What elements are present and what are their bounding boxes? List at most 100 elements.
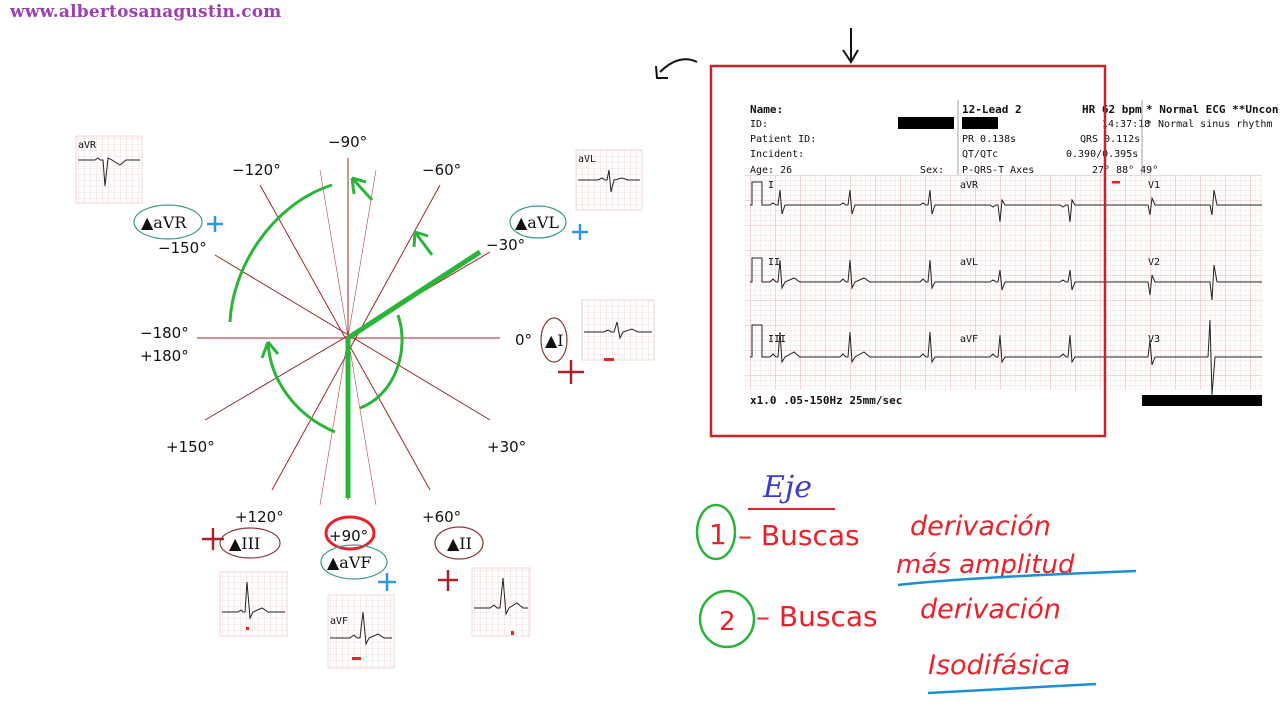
green-arrow-left (260, 341, 280, 359)
plus-icon-avr (207, 216, 223, 232)
ecg-name: Name: (750, 103, 783, 116)
plus-icon-i (558, 360, 584, 384)
ecg-lead-label-v2: V2 (1148, 257, 1160, 268)
qrs-axis-vector-avl (346, 249, 482, 341)
axes-red-mark (1112, 181, 1120, 184)
axis-line-120 (271, 184, 441, 491)
plus90-red-circle (324, 515, 376, 551)
step2-circle (698, 589, 756, 649)
green-arc-left (266, 341, 336, 434)
ecg-time: 14:37:18 (1102, 119, 1150, 130)
ecg-sex: Sex: (920, 165, 944, 176)
ecg-printout: Name: ID: Patient ID: Incident: Age: 26 … (709, 64, 1278, 438)
lead-label-avr: ▲aVR (141, 213, 187, 232)
green-arc-upper (228, 183, 333, 323)
lead-label-i: ▲I (545, 331, 564, 350)
plus-icon-ii (438, 570, 458, 591)
angle-label-plus60: +60° (422, 508, 461, 526)
angle-label-plus30: +30° (487, 438, 526, 456)
ecg-id: ID: (750, 119, 768, 130)
ecg-qt-values: 0.390/0.395s (1066, 149, 1138, 160)
lead-label-avf: ▲aVF (327, 553, 372, 572)
curved-arrow-icon (655, 58, 698, 79)
ecg-qtqtc: QT/QTc (962, 149, 998, 160)
lead-ellipse-avf (320, 544, 388, 580)
lead-label-iii: ▲III (229, 534, 260, 553)
step2-verb: – Buscas (756, 600, 878, 633)
lead-ellipse-avl (509, 205, 567, 239)
ecg-patient-id: Patient ID: (750, 134, 816, 145)
down-arrow-icon (842, 28, 859, 64)
angle-label-minus30: −30° (486, 236, 525, 254)
ecg-lead-label-iii: III (768, 334, 786, 345)
ecg-age: Age: 26 (750, 165, 792, 176)
ecg-trace-row-2 (750, 257, 1262, 301)
ecg-thumbnail-avl: aVL (575, 149, 643, 211)
ecg-interpretation-2: * Normal sinus rhythm (1146, 119, 1272, 130)
hexaxial-diagram: −90° −120° −60° −150° −30° −180° +180° 0… (75, 133, 655, 669)
step1-derivacion: derivación (910, 511, 1051, 542)
redaction-bar-2 (962, 117, 998, 129)
thumb-label-avl: aVL (578, 154, 596, 165)
lead-ellipse-avr (133, 204, 203, 240)
angle-label-plus150: +150° (166, 438, 215, 456)
ecg-incident: Incident: (750, 149, 804, 160)
plus-icon-iii (202, 528, 224, 550)
ecg-pqrst: P-QRS-T Axes (962, 165, 1034, 176)
step2-number: 2 (719, 607, 736, 637)
ecg-thumbnail-iii (219, 571, 288, 637)
angle-label-zero: 0° (515, 331, 532, 349)
step1-underline (897, 569, 1137, 587)
angle-label-minus150: −150° (158, 239, 207, 257)
lead-label-ii: ▲II (447, 534, 472, 553)
ecg-thumbnail-avf: aVF (327, 594, 395, 669)
step1-number: 1 (709, 518, 727, 551)
ecg-pr: PR 0.138s (962, 134, 1016, 145)
thumb-label-avr: aVR (78, 140, 97, 151)
angle-label-plus90: +90° (329, 527, 368, 545)
step2-derivacion: derivación (920, 594, 1061, 625)
ecg-lead-label-v3: V3 (1148, 334, 1160, 345)
ecg-lead-label-i: I (768, 180, 774, 191)
ecg-lead-label-v1: V1 (1148, 180, 1160, 191)
notes-title: Eje (762, 470, 812, 505)
ecg-hr: HR 62 bpm (1082, 103, 1142, 116)
ecg-thumbnail-ii (471, 567, 531, 637)
angle-label-minus60: −60° (422, 161, 461, 179)
ecg-trace-row-3 (750, 319, 1262, 396)
green-arrow-upper (350, 176, 374, 202)
ecg-lead-label-ii: II (768, 257, 780, 268)
handwritten-notes: Eje 1 – Buscas derivación más amplitud 2… (695, 470, 1137, 695)
step1-verb: – Buscas (738, 519, 860, 552)
ecg-trace-row-1 (750, 181, 1262, 223)
ecg-qrs: QRS 0.112s (1080, 134, 1140, 145)
ecg-highlight-frame (709, 64, 1107, 438)
ecg-footer: x1.0 .05-150Hz 25mm/sec (750, 394, 902, 407)
step2-underline (927, 682, 1097, 695)
lead-ellipse-iii (219, 527, 281, 559)
step1-circle (695, 503, 737, 561)
ecg-lead-title: 12-Lead 2 (962, 103, 1022, 116)
step2-isodifasica: Isodifásica (928, 650, 1070, 681)
thumb-label-avf: aVF (330, 616, 348, 627)
angle-label-minus120: −120° (232, 161, 281, 179)
ecg-axes-values: 27° 88° 49° (1092, 165, 1158, 176)
lead-ellipse-ii (434, 526, 484, 560)
plus-icon-avl (572, 224, 588, 240)
ecg-interpretation-1: * Normal ECG **Uncon (1146, 103, 1278, 116)
ecg-lead-label-avr: aVR (960, 180, 979, 191)
ecg-thumbnail-avr: aVR (75, 135, 143, 204)
ecg-lead-label-avl: aVL (960, 257, 978, 268)
green-arc-right (359, 314, 404, 410)
angle-label-plus180: +180° (140, 347, 189, 365)
lead-ellipse-i (540, 317, 568, 363)
plus-icon-avf (378, 573, 396, 591)
lead-label-avl: ▲aVL (515, 213, 559, 232)
redaction-bar-3 (1142, 395, 1262, 406)
angle-label-minus90: −90° (328, 133, 367, 151)
angle-label-minus180: −180° (140, 324, 189, 342)
ecg-lead-label-avf: aVF (960, 334, 978, 345)
site-url[interactable]: www.albertosanagustin.com (10, 2, 282, 22)
ecg-thumbnail-i (581, 299, 655, 361)
